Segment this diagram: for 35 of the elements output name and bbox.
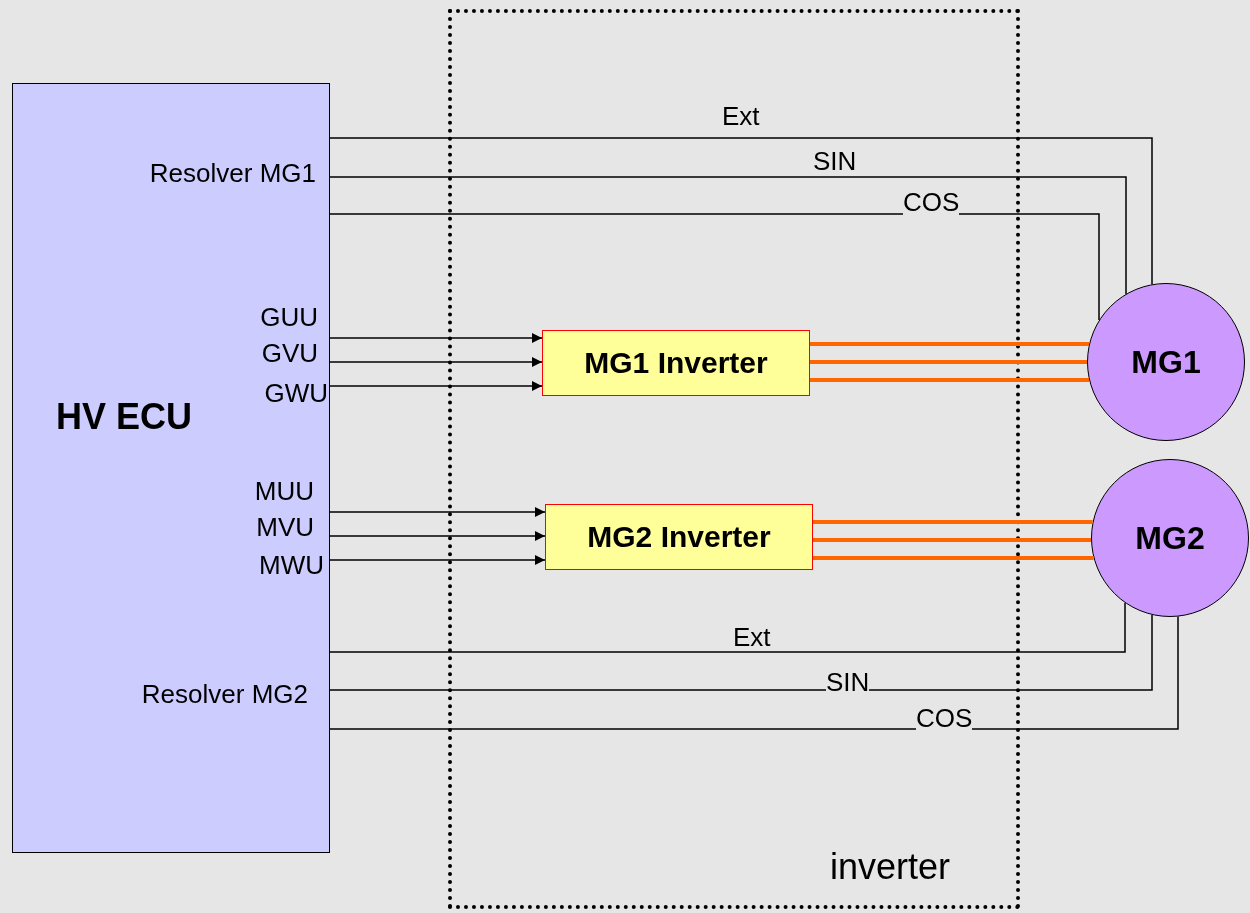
power-line [810, 342, 1090, 346]
node-label: MG2 [1135, 519, 1205, 557]
arrow [329, 356, 543, 368]
arrow [329, 530, 546, 542]
signal-line [329, 213, 1100, 321]
signal-line [329, 137, 1153, 286]
power-line [813, 520, 1093, 524]
node-label: MG2 Inverter [587, 520, 771, 554]
node-label: MG1 Inverter [584, 346, 768, 380]
pin-label: Resolver MG2 [141, 681, 308, 707]
signal-line [329, 602, 1126, 653]
power-line [810, 378, 1090, 382]
power-line [810, 360, 1087, 364]
pin-label: GUU [260, 304, 318, 330]
inverter-box [545, 504, 813, 570]
node-label: HV ECU [56, 396, 193, 438]
signal-line [329, 176, 1127, 295]
power-line [813, 556, 1094, 560]
node-label: inverter [830, 846, 951, 888]
ecu-box [12, 83, 330, 853]
inverter-box [542, 330, 810, 396]
arrow [329, 554, 546, 566]
signal-line [329, 615, 1179, 730]
node-label: MG1 [1131, 343, 1201, 381]
pin-label: GVU [261, 340, 318, 366]
pin-label: MVU [256, 514, 314, 540]
power-line [813, 538, 1091, 542]
pin-label: MWU [259, 552, 324, 578]
pin-label: Resolver MG1 [149, 160, 316, 186]
signal-line [329, 614, 1153, 691]
arrow [329, 380, 543, 392]
pin-label: MUU [254, 478, 314, 504]
arrow [329, 332, 543, 344]
arrow [329, 506, 546, 518]
pin-label: GWU [264, 380, 328, 406]
